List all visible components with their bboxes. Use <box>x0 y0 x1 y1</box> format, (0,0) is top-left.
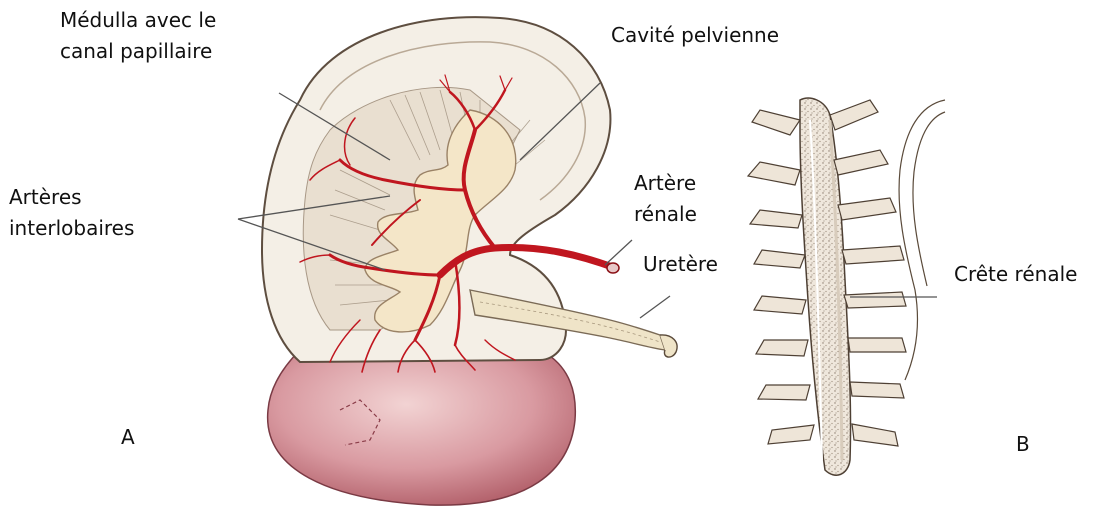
label-uretere: Uretère <box>643 249 718 280</box>
label-panel-a: A <box>121 422 135 453</box>
label-medulla-line2: canal papillaire <box>60 36 216 67</box>
leader-uretere <box>640 296 670 318</box>
label-arteres-line1: Artères <box>9 182 134 213</box>
label-panel-b: B <box>1016 429 1030 460</box>
label-artere-renale-line2: rénale <box>634 199 697 230</box>
leader-artere-renale <box>605 240 632 265</box>
kidney-lower-pole <box>268 350 576 505</box>
label-artere-renale-line1: Artère <box>634 168 697 199</box>
label-crete-renale: Crête rénale <box>954 259 1077 290</box>
kidney-panel-a <box>262 17 677 505</box>
label-arteres-interlobaires: Artères interlobaires <box>9 182 134 244</box>
label-cavite-pelvienne: Cavité pelvienne <box>611 20 779 51</box>
label-artere-renale: Artère rénale <box>634 168 697 230</box>
label-medulla: Médulla avec le canal papillaire <box>60 5 216 67</box>
label-medulla-line1: Médulla avec le <box>60 5 216 36</box>
crest-body <box>800 98 851 475</box>
renal-crest-panel-b <box>748 98 945 475</box>
label-arteres-line2: interlobaires <box>9 213 134 244</box>
